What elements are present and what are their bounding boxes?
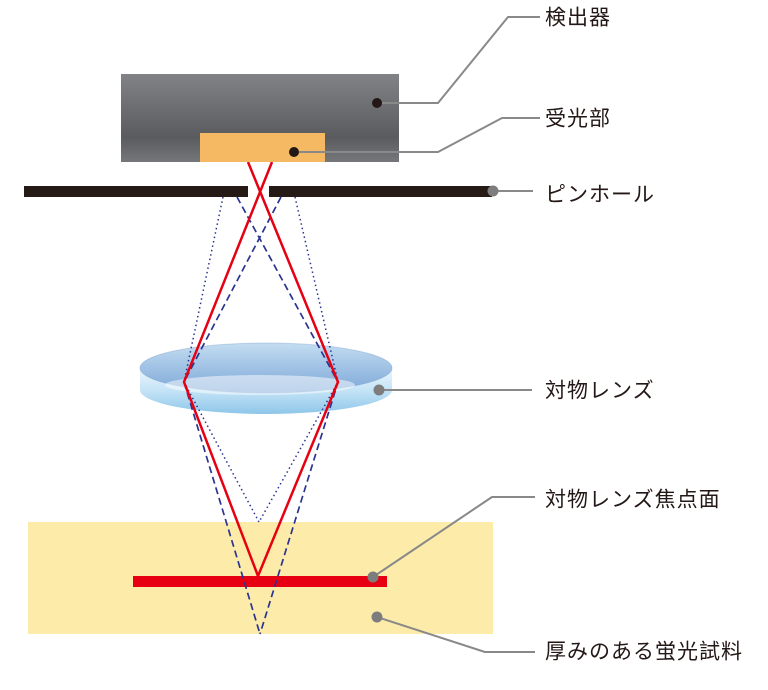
- label-receiver: 受光部: [545, 108, 611, 131]
- red-in-focus-rays: [182, 161, 340, 577]
- leader-focal-plane: [372, 496, 535, 578]
- anchor-dot-focal-plane: [367, 571, 379, 583]
- objective-lens: [139, 342, 393, 414]
- focal-plane-bar: [133, 576, 387, 587]
- anchor-dot-pinhole: [487, 185, 499, 197]
- receiver-element: [200, 133, 325, 162]
- anchor-dot-objective-lens: [373, 384, 385, 396]
- anchor-dot-receiver: [289, 147, 299, 157]
- label-focal-plane: 対物レンズ焦点面: [545, 489, 721, 512]
- leader-detector: [377, 16, 540, 104]
- leader-receiver: [294, 117, 540, 153]
- red-ray-left-to-right: [246, 161, 340, 577]
- label-pinhole: ピンホール: [545, 184, 655, 207]
- leader-lines: [294, 16, 540, 653]
- label-objective-lens: 対物レンズ: [545, 380, 655, 403]
- pinhole-plate: [24, 186, 492, 197]
- anchor-dot-sample: [371, 611, 383, 623]
- pinhole-bar-left: [24, 186, 248, 197]
- pinhole-bar-right: [269, 186, 492, 197]
- dashed-ray-right-to-left: [183, 196, 282, 635]
- anchor-dot-detector: [372, 98, 382, 108]
- leader-sample: [376, 616, 535, 653]
- label-detector: 検出器: [545, 7, 611, 30]
- red-ray-right-to-left: [182, 161, 274, 577]
- lens-highlight: [165, 375, 355, 395]
- label-sample: 厚みのある蛍光試料: [545, 641, 743, 664]
